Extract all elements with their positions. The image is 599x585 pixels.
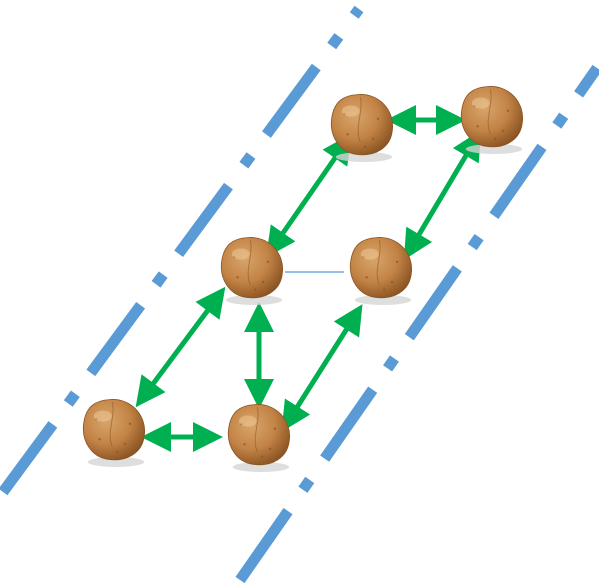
potato-icon [349,237,412,305]
left-boundary-line [0,5,364,496]
boundary-layer [0,5,599,584]
arrow-layer [135,105,482,452]
double-arrow-potato-middle-left-potato-bottom-left [135,286,226,408]
potato-icon [82,399,145,467]
potato-icon [330,94,393,162]
potato-icon [460,86,523,154]
right-boundary-line [235,64,599,584]
potato-icon [227,404,290,472]
node-layer [82,86,523,472]
double-arrow-potato-top-right-potato-middle-right [403,129,482,261]
double-arrow-potato-top-left-potato-middle-left [266,133,352,258]
double-arrow-potato-middle-right-potato-bottom-middle [281,304,363,432]
potato-icon [220,237,283,305]
